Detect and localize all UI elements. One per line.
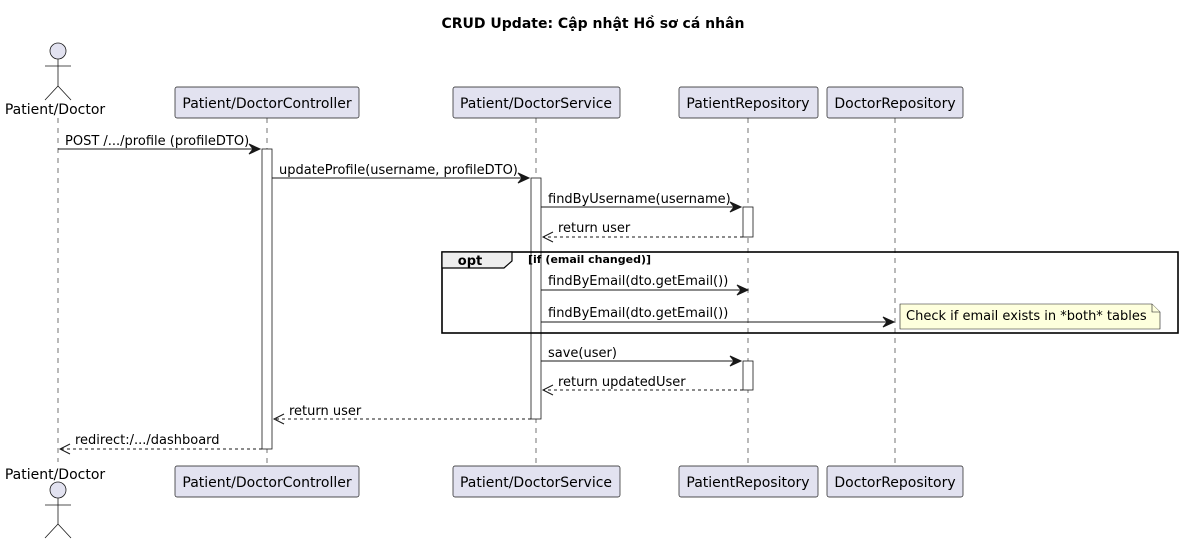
svg-text:Patient/DoctorService: Patient/DoctorService: [460, 475, 612, 491]
opt-guard: [if (email changed)]: [528, 253, 651, 266]
participant-doctor-repo-top: DoctorRepository: [826, 86, 964, 119]
activation-controller: [261, 148, 273, 450]
message-find-by-email-doctor: findByEmail(dto.getEmail()): [541, 306, 896, 328]
svg-text:updateProfile(username, profil: updateProfile(username, profileDTO): [279, 163, 518, 178]
message-return-user-1: return user: [541, 221, 743, 243]
actor-head-icon-bottom: [49, 481, 67, 499]
message-redirect-dashboard: redirect:/.../dashboard: [58, 433, 262, 455]
activation-patient-repo-2: [742, 360, 754, 391]
svg-text:POST /.../profile (profileDTO): POST /.../profile (profileDTO): [65, 134, 249, 149]
actor-top: Patient/Doctor: [5, 42, 106, 118]
svg-text:return user: return user: [558, 221, 631, 236]
actor-label-top: Patient/Doctor: [5, 102, 106, 118]
svg-text:PatientRepository: PatientRepository: [686, 475, 809, 491]
svg-text:redirect:/.../dashboard: redirect:/.../dashboard: [75, 433, 220, 448]
participant-doctor-repo-label: DoctorRepository: [834, 96, 955, 112]
svg-text:return updatedUser: return updatedUser: [558, 375, 686, 390]
svg-text:DoctorRepository: DoctorRepository: [834, 475, 955, 491]
message-find-by-email-patient: findByEmail(dto.getEmail()): [541, 274, 750, 296]
message-return-updated-user: return updatedUser: [541, 375, 743, 396]
actor-bottom: Patient/Doctor: [5, 467, 106, 539]
activation-patient-repo-1: [742, 206, 754, 238]
message-find-by-username: findByUsername(username): [541, 192, 743, 213]
message-post-profile: POST /.../profile (profileDTO): [58, 134, 262, 155]
svg-text:save(user): save(user): [548, 346, 617, 361]
svg-text:findByUsername(username): findByUsername(username): [548, 192, 731, 207]
svg-text:Check if email exists in *both: Check if email exists in *both* tables: [906, 309, 1147, 324]
participant-controller-bottom: Patient/DoctorController: [174, 465, 360, 498]
message-return-user-2: return user: [272, 404, 531, 425]
opt-label: opt: [458, 254, 482, 269]
actor-head-icon: [49, 42, 67, 60]
participant-patient-repo-bottom: PatientRepository: [678, 465, 819, 498]
participant-patient-repo-label: PatientRepository: [686, 96, 809, 112]
note-email-check: Check if email exists in *both* tables: [899, 303, 1161, 330]
actor-label-bottom: Patient/Doctor: [5, 467, 106, 483]
message-save-user: save(user): [541, 346, 743, 367]
svg-text:Patient/DoctorController: Patient/DoctorController: [182, 475, 351, 491]
participant-doctor-repo-bottom: DoctorRepository: [826, 465, 964, 498]
participant-patient-repo-top: PatientRepository: [678, 86, 819, 119]
activation-service: [530, 177, 542, 420]
participant-service-top: Patient/DoctorService: [452, 86, 621, 119]
participant-service-bottom: Patient/DoctorService: [452, 465, 621, 498]
participant-service-label: Patient/DoctorService: [460, 96, 612, 112]
svg-text:findByEmail(dto.getEmail()): findByEmail(dto.getEmail()): [548, 274, 728, 289]
svg-text:return user: return user: [289, 404, 362, 419]
message-update-profile: updateProfile(username, profileDTO): [272, 163, 531, 184]
participant-controller-top: Patient/DoctorController: [174, 86, 360, 119]
participant-controller-label: Patient/DoctorController: [182, 96, 351, 112]
opt-fragment: opt [if (email changed)]: [441, 251, 1179, 334]
diagram-title: CRUD Update: Cập nhật Hồ sơ cá nhân: [441, 15, 744, 32]
svg-text:findByEmail(dto.getEmail()): findByEmail(dto.getEmail()): [548, 306, 728, 321]
